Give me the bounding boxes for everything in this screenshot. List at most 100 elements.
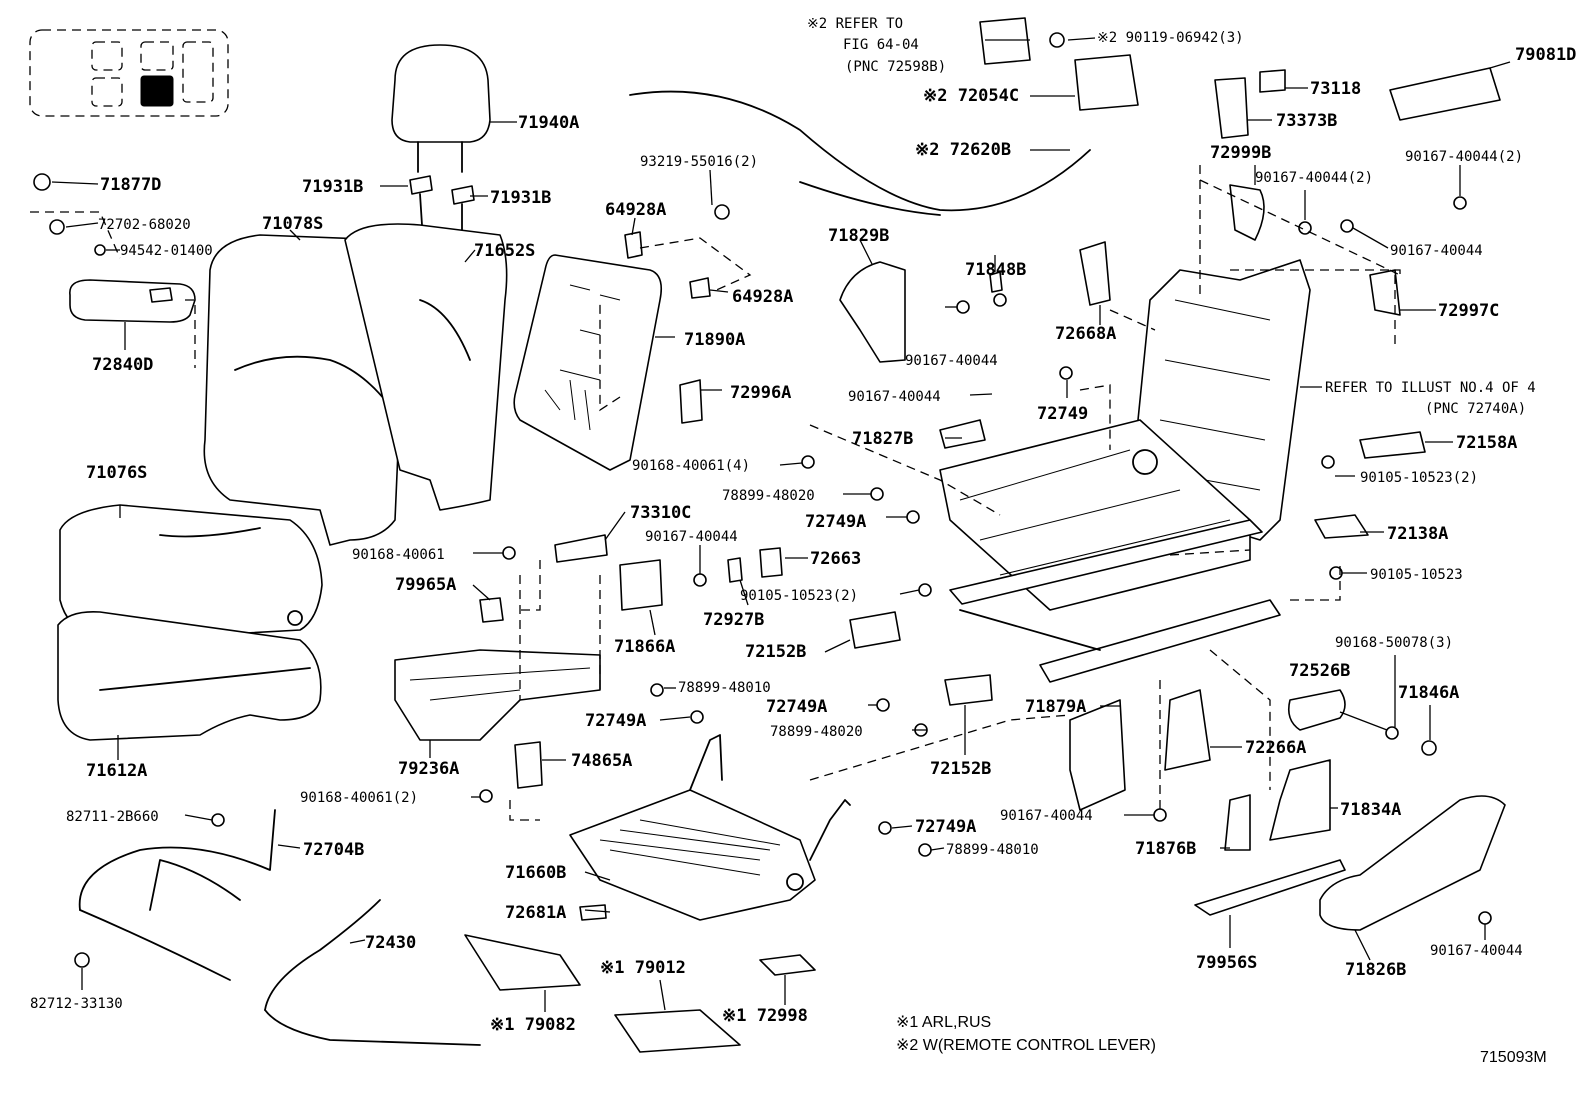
part-label: 78899-48020: [722, 488, 815, 504]
part-label: 90167-40044(2): [1255, 170, 1373, 186]
part-label: 79956S: [1196, 953, 1257, 973]
bracket-drawing: [394, 649, 601, 741]
trim-panels-drawing: [464, 67, 1506, 1053]
part-label: 72663: [810, 549, 861, 569]
part-label: 71940A: [518, 113, 579, 133]
refer-fig-line2: FIG 64-04: [843, 37, 919, 53]
part-label: 71848B: [965, 260, 1026, 280]
part-label: ※1 72998: [722, 1006, 808, 1026]
part-label: 90105-10523: [1370, 567, 1463, 583]
part-label: 78899-48020: [770, 724, 863, 740]
part-label: 82712-33130: [30, 996, 123, 1012]
part-label: ※1 79082: [490, 1015, 576, 1035]
part-label: 94542-01400: [120, 243, 213, 259]
part-label: 72749A: [915, 817, 976, 837]
fasteners-drawing: [33, 17, 1492, 968]
part-label: 78899-48010: [678, 680, 771, 696]
part-label: 72749A: [805, 512, 866, 532]
part-label: ※2 72054C: [923, 86, 1019, 106]
part-label: 90167-40044(2): [1405, 149, 1523, 165]
part-label: 90168-50078(3): [1335, 635, 1453, 651]
part-label: 72138A: [1387, 524, 1448, 544]
part-label: 71078S: [262, 214, 323, 234]
seat-cushion-drawing: [57, 504, 323, 741]
part-label: 73118: [1310, 79, 1361, 99]
part-label: 71829B: [828, 226, 889, 246]
seatback-drawing: [203, 223, 508, 546]
part-label: 90168-40061(2): [300, 790, 418, 806]
part-label: 79965A: [395, 575, 456, 595]
part-label: 90167-40044: [645, 529, 738, 545]
cushion-frame-drawing: [569, 734, 851, 921]
part-label: 71877D: [100, 175, 161, 195]
reference-notes: ※2 REFER TO FIG 64-04 (PNC 72598B) REFER…: [807, 16, 1536, 417]
part-label: ※2 72620B: [915, 140, 1011, 160]
part-label: 90168-40061(4): [632, 458, 750, 474]
part-label: ※1 79012: [600, 958, 686, 978]
part-label: 72668A: [1055, 324, 1116, 344]
part-label: 93219-55016(2): [640, 154, 758, 170]
part-label: 72266A: [1245, 738, 1306, 758]
dashed-assembly-lines: [30, 165, 1401, 821]
part-label: 71612A: [86, 761, 147, 781]
part-label: 82711-2B660: [66, 809, 159, 825]
part-label: 71931B: [490, 188, 551, 208]
part-label: 71879A: [1025, 697, 1086, 717]
part-label: 90168-40061: [352, 547, 445, 563]
part-label: 90167-40044: [1000, 808, 1093, 824]
part-label: 72526B: [1289, 661, 1350, 681]
part-label: 72152B: [930, 759, 991, 779]
part-label: 72749A: [766, 697, 827, 717]
part-label: 73373B: [1276, 111, 1337, 131]
part-label: 64928A: [732, 287, 793, 307]
refer-illust-line2: (PNC 72740A): [1425, 401, 1526, 417]
part-label: 90167-40044: [848, 389, 941, 405]
part-label: 71866A: [614, 637, 675, 657]
footnote-2: ※2 W(REMOTE CONTROL LEVER): [896, 1037, 1156, 1054]
part-label: 73310C: [630, 503, 691, 523]
part-label: 72749: [1037, 404, 1088, 424]
part-label: 72152B: [745, 642, 806, 662]
part-label: 72749A: [585, 711, 646, 731]
part-label: 90105-10523(2): [1360, 470, 1478, 486]
footnote-1: ※1 ARL,RUS: [896, 1014, 991, 1031]
part-label: 90167-40044: [1390, 243, 1483, 259]
part-label: 71827B: [852, 429, 913, 449]
part-label: 71652S: [474, 241, 535, 261]
part-label: 72999B: [1210, 143, 1271, 163]
part-label: 71826B: [1345, 960, 1406, 980]
part-label: 72158A: [1456, 433, 1517, 453]
seatback-frame-drawing: [939, 259, 1311, 611]
part-label: 64928A: [605, 200, 666, 220]
part-label: 71660B: [505, 863, 566, 883]
part-label: 72997C: [1438, 301, 1499, 321]
part-label: 74865A: [571, 751, 632, 771]
cables-drawing: [78, 90, 1091, 1046]
refer-illust-line1: REFER TO ILLUST NO.4 OF 4: [1325, 380, 1536, 396]
seat-rails-drawing: [949, 519, 1281, 683]
part-label: 90167-40044: [1430, 943, 1523, 959]
leader-lines: [51, 37, 1511, 1012]
part-label: 72996A: [730, 383, 791, 403]
part-label: 72840D: [92, 355, 153, 375]
part-label: ※2 90119-06942(3): [1097, 30, 1244, 46]
figure-id: 715093M: [1480, 1049, 1547, 1066]
part-label: 72704B: [303, 840, 364, 860]
seatback-board-drawing: [513, 254, 663, 471]
part-label: 71890A: [684, 330, 745, 350]
part-labels: 71940A 71931B 71931B 71877D 72702-68020 …: [30, 30, 1576, 1035]
part-label: 90167-40044: [905, 353, 998, 369]
part-label: 90105-10523(2): [740, 588, 858, 604]
footnotes: ※1 ARL,RUS ※2 W(REMOTE CONTROL LEVER) 71…: [896, 1014, 1547, 1066]
part-label: 71931B: [302, 177, 363, 197]
part-label: 72681A: [505, 903, 566, 923]
part-label: 79236A: [398, 759, 459, 779]
seat-location-inset: [29, 29, 229, 117]
part-label: 71076S: [86, 463, 147, 483]
part-label: 72430: [365, 933, 416, 953]
part-label: 71834A: [1340, 800, 1401, 820]
part-label: 72702-68020: [98, 217, 191, 233]
part-label: 72927B: [703, 610, 764, 630]
refer-fig-line3: (PNC 72598B): [845, 59, 946, 75]
armrest-drawing: [69, 279, 196, 323]
